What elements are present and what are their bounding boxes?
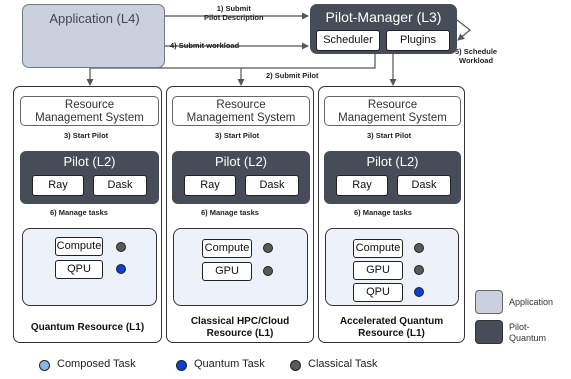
edge-label-manage-tasks-classical: 6) Manage tasks — [201, 208, 259, 217]
task-compute: Compute — [202, 239, 252, 258]
edge-submit-pilot-bus — [90, 54, 376, 69]
quantum-task-dot — [176, 360, 187, 371]
dask-box: Dask — [397, 175, 451, 196]
rms-classical: Resource Management System — [172, 96, 310, 126]
task-compute: Compute — [353, 239, 403, 258]
ray-box: Ray — [336, 175, 388, 196]
composed-task-dot — [39, 360, 50, 371]
task-qpu: QPU — [353, 283, 403, 302]
task-qpu: QPU — [55, 260, 103, 279]
classical-task-dot — [263, 266, 273, 276]
pilot-classical: Pilot (L2) Ray Dask — [172, 151, 310, 204]
plugins-box: Plugins — [386, 30, 450, 51]
dask-box: Dask — [93, 175, 147, 196]
classical-task-dot — [414, 265, 424, 275]
legend-swatch-application — [475, 290, 503, 314]
task-gpu: GPU — [353, 261, 403, 280]
legend-label-quantum-task: Quantum Task — [194, 358, 265, 370]
edge-label-start-pilot-accelerated: 3) Start Pilot — [367, 131, 412, 140]
resource-label-quantum: Quantum Resource (L1) — [30, 322, 145, 333]
legend-label-application: Application — [509, 297, 554, 307]
rms-quantum: Resource Management System — [20, 96, 159, 126]
pilot-title: Pilot (L2) — [366, 154, 419, 169]
scheduler-box: Scheduler — [316, 30, 380, 51]
classical-task-dot — [414, 243, 424, 253]
classical-task-dot — [116, 242, 126, 252]
ray-box: Ray — [184, 175, 236, 196]
task-area-quantum: Compute QPU — [22, 228, 157, 306]
pilot-title: Pilot (L2) — [63, 154, 116, 169]
pilot-accelerated: Pilot (L2) Ray Dask — [324, 151, 461, 204]
legend-label-composed-task: Composed Task — [57, 358, 136, 370]
edge-label-start-pilot-classical: 3) Start Pilot — [215, 131, 260, 140]
edge-label-manage-tasks-quantum: 6) Manage tasks — [50, 208, 108, 217]
dask-box: Dask — [245, 175, 299, 196]
edge-label-start-pilot-quantum: 3) Start Pilot — [64, 131, 109, 140]
classical-task-dot — [290, 360, 301, 371]
edge-label-submit-pilot-description: 1) Submit Pilot Description — [204, 4, 264, 22]
pilot-manager-title: Pilot-Manager (L3) — [325, 9, 442, 25]
task-area-classical: Compute GPU — [173, 228, 308, 306]
legend-label-pilot-quantum: Pilot- Quantum — [509, 322, 547, 343]
pilot-title: Pilot (L2) — [214, 154, 268, 169]
edge-schedule-workload — [456, 19, 471, 41]
application-title: Application (L4) — [49, 11, 140, 26]
quantum-task-dot — [116, 264, 126, 274]
ray-box: Ray — [32, 175, 84, 196]
edge-label-submit-workload: 4) Submit workload — [170, 41, 240, 50]
pilot-quantum: Pilot (L2) Ray Dask — [20, 151, 159, 204]
legend-label-classical-task: Classical Task — [308, 358, 378, 370]
edge-label-submit-pilot: 2) Submit Pilot — [266, 71, 319, 80]
quantum-task-dot — [414, 287, 424, 297]
pilot-manager-node: Pilot-Manager (L3) Scheduler Plugins — [310, 4, 457, 54]
classical-task-dot — [263, 243, 273, 253]
resource-label-classical: Classical HPC/Cloud Resource (L1) — [190, 316, 290, 339]
application-node: Application (L4) — [22, 4, 165, 68]
resource-label-accelerated: Accelerated Quantum Resource (L1) — [339, 316, 444, 339]
rms-accelerated: Resource Management System — [324, 96, 461, 126]
edge-label-schedule-workload: 5) Schedule Workload — [455, 47, 498, 65]
task-area-accelerated: Compute GPU QPU — [325, 228, 459, 306]
task-gpu: GPU — [202, 262, 252, 281]
task-compute: Compute — [55, 237, 103, 256]
legend-swatch-pilot-quantum — [475, 320, 503, 344]
edge-label-manage-tasks-accelerated: 6) Manage tasks — [354, 208, 412, 217]
